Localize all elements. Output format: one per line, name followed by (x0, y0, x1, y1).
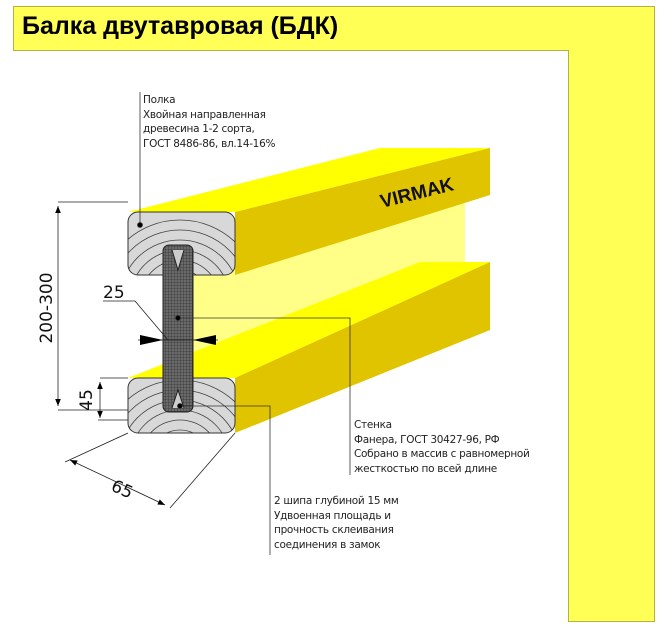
note-line: Удвоенная площадь и (274, 509, 391, 522)
dim-flange-height: 45 (77, 389, 97, 411)
note-line: Полка (143, 94, 176, 106)
note-line: ГОСТ 8486-86, вл.14-16% (143, 137, 276, 150)
note-line: Стенка (354, 419, 392, 431)
bottom-flange-top (128, 262, 490, 378)
note-line: древесина 1-2 сорта, (143, 123, 255, 135)
dim-web: 25 (103, 283, 125, 303)
note-line: жесткостью по всей длине (354, 462, 497, 475)
note-line: 2 шипа глубиной 15 мм (274, 495, 399, 507)
note-line: прочность склеивания (274, 524, 394, 536)
note-line: Хвойная направленная (143, 108, 266, 121)
top-flange-side (235, 148, 490, 275)
dim-height: 200-300 (37, 272, 57, 343)
web-note: Стенка Фанера, ГОСТ 30427-96, РФ Собрано… (354, 418, 530, 476)
page-title: Балка двутавровая (БДК) (22, 12, 339, 40)
plywood-web (162, 244, 194, 413)
bottom-flange-side (235, 262, 490, 433)
note-line: Фанера, ГОСТ 30427-96, РФ (354, 433, 500, 446)
joint-note: 2 шипа глубиной 15 мм Удвоенная площадь … (274, 494, 399, 552)
note-line: Собрано в массив с равномерной (354, 448, 530, 460)
flange-note: Полка Хвойная направленная древесина 1-2… (143, 93, 275, 151)
note-line: соединения в замок (274, 538, 381, 551)
top-flange-top (128, 148, 490, 212)
